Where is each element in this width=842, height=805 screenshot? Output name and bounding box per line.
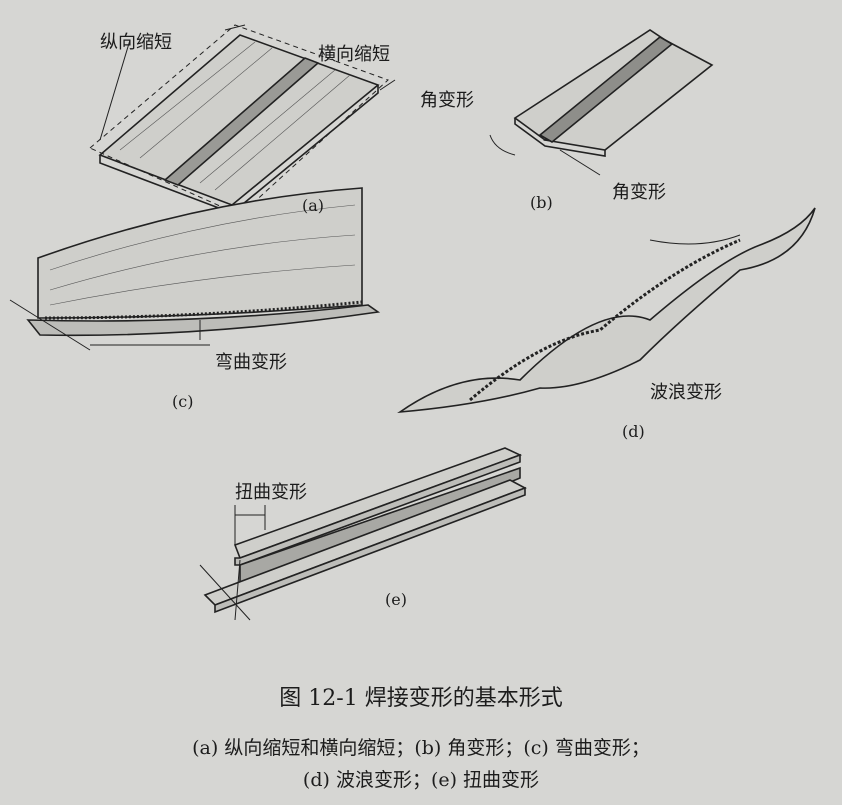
sublabel-e: (e) — [385, 590, 407, 609]
plate-d-drawing — [397, 207, 816, 414]
label-angular-deformation-bottom: 角变形 — [612, 182, 666, 203]
sublabel-a: (a) — [302, 196, 325, 215]
figure-caption-line-1: (a) 纵向缩短和横向缩短；(b) 角变形；(c) 弯曲变形； — [192, 737, 650, 759]
label-wave: 波浪变形 — [650, 382, 722, 403]
sublabel-b: (b) — [530, 193, 553, 212]
label-bending: 弯曲变形 — [215, 352, 287, 373]
figure-caption-title: 图 12-1 焊接变形的基本形式 — [279, 686, 563, 711]
label-transverse-shrink: 横向缩短 — [318, 44, 390, 65]
plate-a-drawing — [89, 24, 396, 216]
sublabel-d: (d) — [622, 422, 645, 441]
plate-b-drawing — [489, 29, 714, 176]
label-twist: 扭曲变形 — [235, 482, 307, 503]
label-angular-deformation-top: 角变形 — [420, 90, 474, 111]
beam-e-drawing — [199, 447, 527, 621]
figure-caption-line-2: (d) 波浪变形；(e) 扭曲变形 — [302, 769, 540, 791]
beam-c-drawing — [9, 187, 381, 351]
sublabel-c: (c) — [172, 392, 194, 411]
label-longitudinal-shrink: 纵向缩短 — [100, 32, 172, 53]
